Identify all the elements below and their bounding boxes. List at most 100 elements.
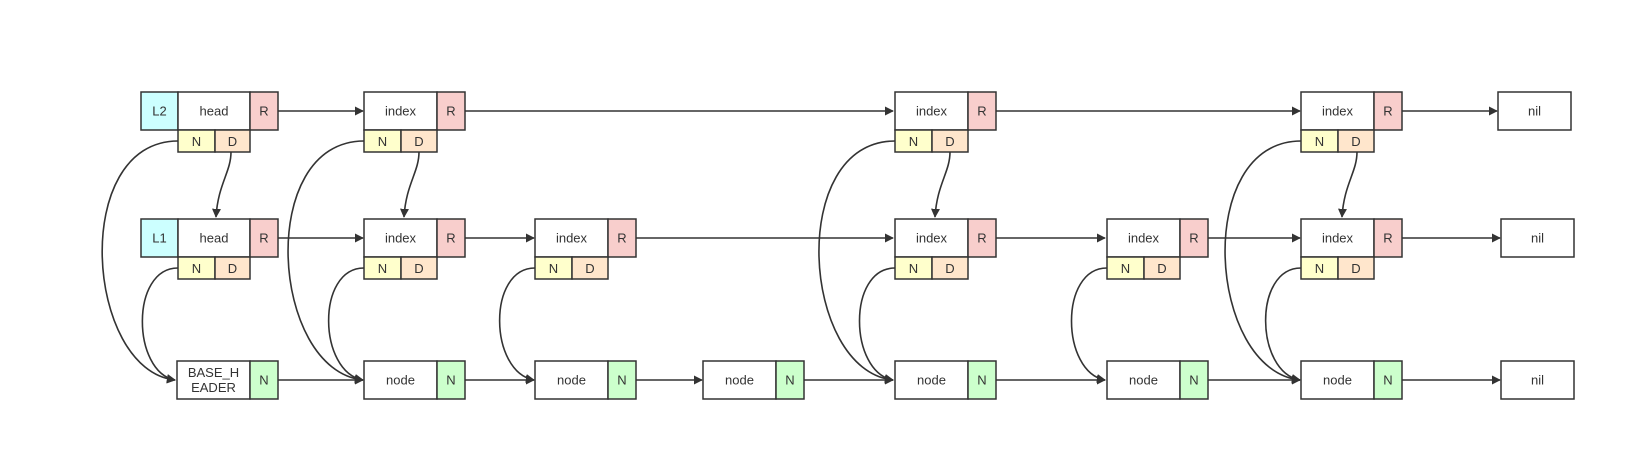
base-node: node N bbox=[702, 360, 805, 400]
index-label: index bbox=[385, 104, 417, 119]
base-header-box bbox=[176, 360, 251, 400]
right-label: R bbox=[1189, 231, 1198, 246]
right-field bbox=[436, 218, 466, 258]
down-field bbox=[214, 256, 251, 280]
base-header-label-line2: EADER bbox=[191, 380, 236, 395]
next-field bbox=[775, 360, 805, 400]
level-1-index: index R N D bbox=[894, 218, 997, 280]
l1-next-arrow bbox=[1070, 267, 1108, 383]
level-2-index: index R N D bbox=[363, 91, 466, 153]
nil-box bbox=[1497, 91, 1572, 131]
l1-next-arrow bbox=[498, 267, 536, 383]
level-1-head: L1 head R N D bbox=[140, 218, 279, 280]
head-label: head bbox=[200, 104, 229, 119]
level-1-nil: nil bbox=[1500, 218, 1575, 258]
next-label: N bbox=[192, 134, 201, 149]
level-tag: L2 bbox=[152, 104, 166, 119]
l2-next-arrow bbox=[101, 140, 179, 384]
base-node: node N bbox=[363, 360, 466, 400]
right-label: R bbox=[977, 104, 986, 119]
right-field bbox=[436, 91, 466, 131]
head-box bbox=[177, 218, 251, 258]
next-label: N bbox=[378, 261, 387, 276]
right-label: R bbox=[446, 104, 455, 119]
right-label: R bbox=[259, 231, 268, 246]
down-arrow bbox=[400, 151, 420, 218]
level-2-head: L2 head R N D bbox=[140, 91, 279, 153]
l1-next-arrow bbox=[858, 267, 896, 383]
nil-box bbox=[1500, 360, 1575, 400]
level-1-index: index R N D bbox=[1300, 218, 1403, 280]
down-field bbox=[214, 129, 251, 153]
down-label: D bbox=[1157, 261, 1166, 276]
nil-label: nil bbox=[1531, 231, 1544, 246]
index-label: index bbox=[1322, 104, 1354, 119]
base-header-label-line1: BASE_H bbox=[188, 365, 239, 380]
node-box bbox=[1106, 360, 1181, 400]
l1-next-arrow bbox=[327, 267, 365, 383]
next-label: N bbox=[259, 373, 268, 388]
next-label: N bbox=[977, 373, 986, 388]
index-box bbox=[894, 91, 969, 131]
node-label: node bbox=[725, 373, 754, 388]
right-field bbox=[249, 91, 279, 131]
next-label: N bbox=[378, 134, 387, 149]
right-field bbox=[1373, 218, 1403, 258]
base-node: node N bbox=[534, 360, 637, 400]
next-label: N bbox=[909, 134, 918, 149]
base-node: node N bbox=[894, 360, 997, 400]
down-arrow bbox=[1338, 151, 1358, 218]
right-label: R bbox=[259, 104, 268, 119]
down-label: D bbox=[1351, 134, 1360, 149]
down-field bbox=[931, 256, 969, 280]
base-header: BASE_H EADER N bbox=[176, 360, 279, 400]
next-field bbox=[249, 360, 279, 400]
base-node: node N bbox=[1300, 360, 1403, 400]
index-label: index bbox=[916, 231, 948, 246]
down-field bbox=[400, 256, 438, 280]
right-field bbox=[249, 218, 279, 258]
index-label: index bbox=[1322, 231, 1354, 246]
index-label: index bbox=[916, 104, 948, 119]
node-box bbox=[534, 360, 609, 400]
down-label: D bbox=[228, 261, 237, 276]
index-label: index bbox=[556, 231, 588, 246]
level-2-index: index R N D bbox=[1300, 91, 1403, 153]
index-box bbox=[1300, 91, 1375, 131]
down-field bbox=[1337, 256, 1375, 280]
node-label: node bbox=[557, 373, 586, 388]
l2-next-arrow bbox=[287, 140, 365, 384]
down-label: D bbox=[414, 261, 423, 276]
node-label: node bbox=[386, 373, 415, 388]
l1-next-arrow bbox=[1264, 267, 1302, 383]
next-label: N bbox=[549, 261, 558, 276]
base-nil: nil bbox=[1500, 360, 1575, 400]
next-field bbox=[967, 360, 997, 400]
right-label: R bbox=[1383, 231, 1392, 246]
head-box bbox=[177, 91, 251, 131]
right-field bbox=[1179, 218, 1209, 258]
right-label: R bbox=[446, 231, 455, 246]
right-label: R bbox=[1383, 104, 1392, 119]
next-label: N bbox=[1121, 261, 1130, 276]
next-label: N bbox=[446, 373, 455, 388]
head-label: head bbox=[200, 231, 229, 246]
index-label: index bbox=[1128, 231, 1160, 246]
next-label: N bbox=[1315, 134, 1324, 149]
down-field bbox=[400, 129, 438, 153]
down-field bbox=[571, 256, 609, 280]
right-field bbox=[1373, 91, 1403, 131]
connectors bbox=[101, 106, 1501, 385]
down-field bbox=[1337, 129, 1375, 153]
index-box bbox=[534, 218, 609, 258]
base-node: node N bbox=[1106, 360, 1209, 400]
next-field bbox=[1373, 360, 1403, 400]
down-label: D bbox=[1351, 261, 1360, 276]
right-label: R bbox=[977, 231, 986, 246]
level-1-index: index R N D bbox=[1106, 218, 1209, 280]
right-field bbox=[607, 218, 637, 258]
right-field bbox=[967, 218, 997, 258]
level-tag-box bbox=[140, 218, 179, 258]
right-field bbox=[967, 91, 997, 131]
